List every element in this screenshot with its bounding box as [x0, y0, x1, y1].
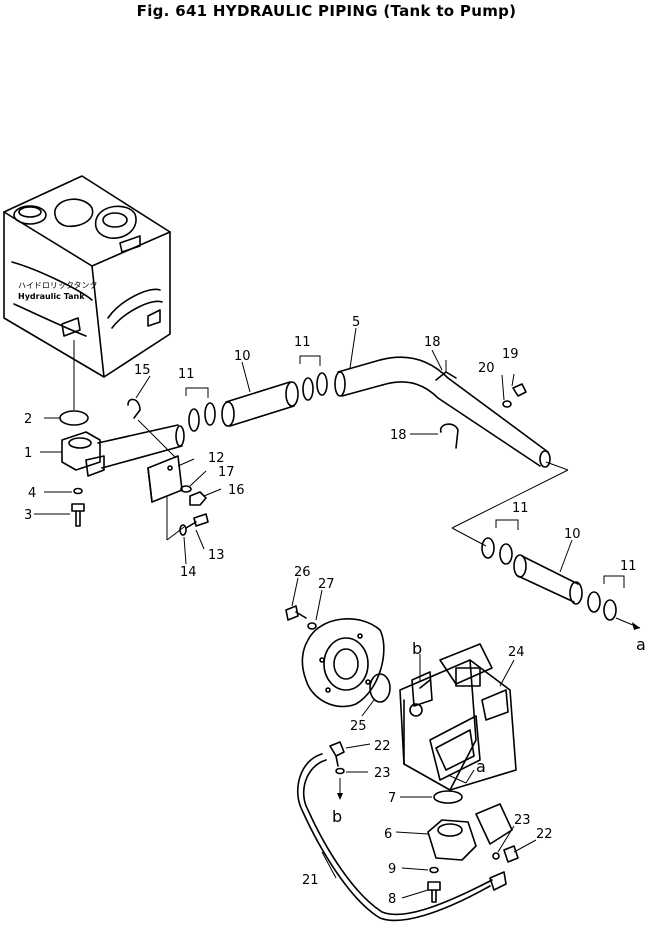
callout-12: 12: [208, 451, 225, 466]
pipe-clamp: [127, 398, 141, 419]
callout-9: 9: [388, 862, 396, 877]
hose-clamp: [481, 537, 495, 559]
o-ring: [369, 673, 391, 703]
u-bolt: [439, 423, 459, 449]
figure-title: Fig. 641 HYDRAULIC PIPING (Tank to Pump): [136, 2, 517, 20]
elbow-fitting: [503, 845, 519, 863]
callout-11: 11: [512, 501, 529, 516]
callout-19: 19: [502, 347, 519, 362]
suction-pipe-bent: [334, 356, 551, 468]
callout-7: 7: [388, 791, 396, 806]
hydraulic-pump: [399, 643, 517, 791]
hydraulic-tank: [3, 175, 171, 378]
callout-20: 20: [478, 361, 495, 376]
callout-16: 16: [228, 483, 245, 498]
suction-elbow: [61, 431, 105, 477]
o-ring: [335, 767, 345, 775]
bolt: [185, 513, 209, 529]
washer: [179, 524, 187, 536]
connector-a: a: [636, 635, 646, 654]
callout-5: 5: [352, 315, 360, 330]
o-ring: [492, 852, 500, 860]
washer: [307, 622, 317, 630]
pump-adapter-flange: [301, 618, 385, 708]
callout-numbers: 1 2 3 4 5 6 7 8 9 10 10 11 11 11 11 12 1…: [24, 315, 637, 907]
callout-26: 26: [294, 565, 311, 580]
washer: [73, 487, 83, 495]
nut: [189, 491, 207, 506]
callout-22: 22: [374, 739, 391, 754]
tank-label-en: Hydraulic Tank: [18, 292, 85, 301]
callout-25: 25: [350, 719, 367, 734]
elbow-fitting: [329, 741, 345, 767]
callout-18: 18: [424, 335, 441, 350]
callout-24: 24: [508, 645, 525, 660]
callout-27: 27: [318, 577, 335, 592]
callout-6: 6: [384, 827, 392, 842]
hose-clamp: [316, 372, 328, 396]
connector-a: a: [476, 757, 486, 776]
callout-23: 23: [514, 813, 531, 828]
hose-clamp: [188, 408, 200, 432]
callout-4: 4: [28, 486, 36, 501]
hose-clamp: [302, 377, 314, 401]
callout-18: 18: [390, 428, 407, 443]
o-ring: [59, 410, 89, 426]
hose-clamp: [204, 402, 216, 426]
suction-hose: [221, 381, 299, 427]
connector-b: b: [332, 807, 342, 826]
hose-clamp: [587, 591, 601, 613]
suction-pipe: [97, 424, 185, 469]
callout-3: 3: [24, 508, 32, 523]
connector-letters: a a b b: [332, 635, 646, 826]
callout-1: 1: [24, 446, 32, 461]
callout-22: 22: [536, 827, 553, 842]
callout-8: 8: [388, 892, 396, 907]
bolt: [427, 881, 441, 903]
o-ring: [433, 790, 463, 804]
lock-washer: [180, 485, 192, 493]
callout-10: 10: [234, 349, 251, 364]
leader-lines: [34, 327, 573, 899]
callout-13: 13: [208, 548, 225, 563]
tank-label-jp: ハイドロリックタンク: [18, 281, 98, 290]
hose-clamp: [499, 543, 513, 565]
callout-11: 11: [178, 367, 195, 382]
washer: [429, 866, 439, 874]
bolt: [71, 503, 85, 527]
callout-14: 14: [180, 565, 197, 580]
suction-elbow: [427, 803, 513, 861]
callout-23: 23: [374, 766, 391, 781]
hose-clamp: [603, 599, 617, 621]
suction-hose: [513, 554, 583, 605]
drain-hose: [297, 753, 507, 922]
callout-11: 11: [620, 559, 637, 574]
nut: [512, 383, 527, 397]
callout-17: 17: [218, 465, 235, 480]
callout-15: 15: [134, 363, 151, 378]
callout-11: 11: [294, 335, 311, 350]
connector-b: b: [412, 639, 422, 658]
callout-10: 10: [564, 527, 581, 542]
bracket: [147, 455, 183, 503]
bolt: [285, 605, 307, 621]
washer: [502, 400, 512, 408]
callout-2: 2: [24, 412, 32, 427]
callout-21: 21: [302, 873, 319, 888]
